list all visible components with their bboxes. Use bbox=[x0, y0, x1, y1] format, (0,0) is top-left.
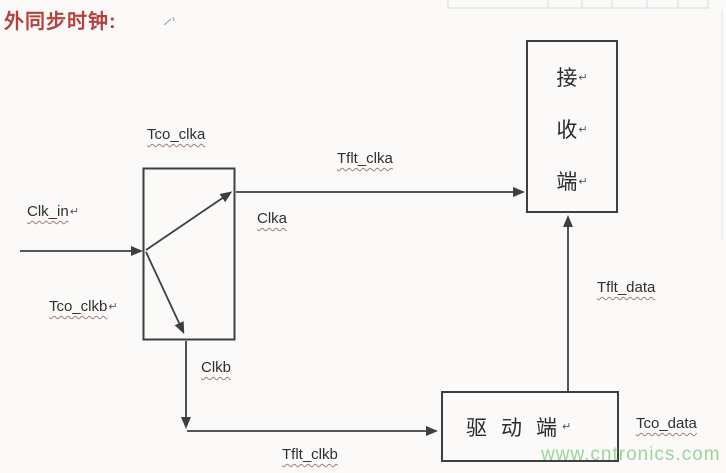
label-tflt-clka: Tflt_clka bbox=[337, 150, 393, 167]
driver-box-label: 驱动端↵ bbox=[466, 417, 572, 440]
label-tco-data: Tco_data bbox=[636, 415, 697, 432]
return-mark-icon: ↵ bbox=[578, 124, 588, 136]
label-tflt-data: Tflt_data bbox=[597, 279, 656, 296]
return-mark-icon: ↵ bbox=[69, 206, 79, 218]
page-title: 外同步时钟: bbox=[4, 11, 117, 33]
return-mark-icon: ↵ bbox=[578, 72, 588, 84]
receiver-char-row: 端↵ bbox=[556, 169, 587, 197]
label-clkb: Clkb bbox=[201, 359, 232, 376]
label-clk-in: Clk_in↵ bbox=[27, 203, 79, 220]
return-mark-icon: ↵ bbox=[578, 176, 588, 188]
label-clka: Clka bbox=[257, 210, 288, 227]
receiver-char-row: 收↵ bbox=[556, 117, 587, 145]
faint-table-remnant bbox=[447, 0, 723, 240]
return-mark-icon: ↵ bbox=[562, 420, 572, 433]
receiver-box-label: 接↵ 收↵ 端↵ bbox=[527, 41, 617, 212]
clock-buffer-box bbox=[142, 167, 236, 341]
driver-box bbox=[441, 391, 619, 462]
label-tco-clkb: Tco_clkb↵ bbox=[49, 298, 118, 315]
cursor-artifact bbox=[163, 16, 175, 26]
label-tflt-clkb: Tflt_clkb bbox=[282, 446, 338, 463]
return-mark-icon: ↵ bbox=[108, 301, 118, 313]
clka-split-arrow bbox=[145, 191, 233, 251]
receiver-char-row: 接↵ bbox=[556, 65, 587, 93]
receiver-box bbox=[526, 40, 618, 213]
label-tco-clka: Tco_clka bbox=[147, 126, 206, 143]
watermark: www.cntronics.com bbox=[541, 444, 721, 465]
clkb-split-arrow bbox=[145, 251, 185, 335]
